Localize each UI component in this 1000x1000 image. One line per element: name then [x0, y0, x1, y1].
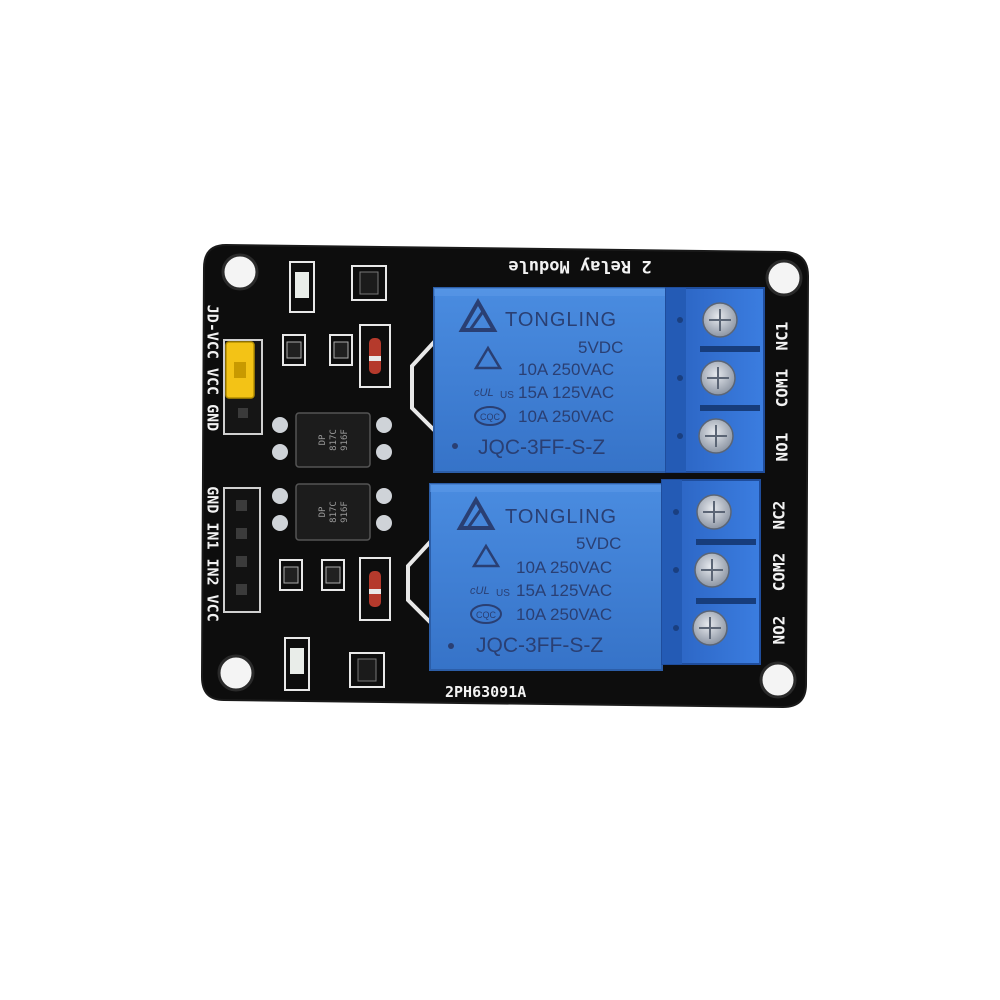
opto-line-3: 916F: [340, 429, 350, 451]
screw-terminal[interactable]: [692, 610, 728, 646]
mounting-hole: [221, 253, 259, 291]
opto-line-1: DP: [318, 506, 328, 517]
relay-brand: TONGLING: [505, 309, 617, 331]
relay-cert-2: CQC: [476, 610, 497, 620]
cqc-mark-icon: [474, 406, 506, 426]
opto-line-3: 916F: [340, 501, 350, 523]
tongling-logo-icon: [458, 297, 498, 332]
terminal-label-com1: COM1: [773, 369, 792, 408]
terminal-label-nc1: NC1: [773, 322, 792, 351]
relay-rating-2: 15A 125VAC: [516, 581, 612, 600]
terminal-label-no1: NO1: [773, 433, 792, 462]
relay-model: JQC-3FF-S-Z: [476, 634, 603, 657]
terminal-block-1: [665, 287, 765, 473]
screw-terminal[interactable]: [700, 360, 736, 396]
ul-mark-icon: cUL: [474, 387, 494, 399]
terminal-label-nc2: NC2: [770, 501, 789, 530]
part-number: 2PH63091A: [445, 683, 526, 701]
header-pin: [236, 528, 247, 539]
tongling-logo-icon: [456, 495, 496, 530]
relay-voltage: 5VDC: [576, 534, 621, 553]
opto-line-2: 817C: [329, 429, 339, 451]
header-pin: [236, 584, 247, 595]
resistor: [321, 559, 345, 591]
relay-outline: [410, 338, 438, 434]
header-pin: [236, 556, 247, 567]
ul-mark-icon: cUL: [470, 585, 490, 597]
relay-rating-3: 10A 250VAC: [518, 407, 614, 426]
relay-rating-1: 10A 250VAC: [518, 360, 614, 379]
terminal-label-com2: COM2: [770, 553, 789, 592]
opto-line-2: 817C: [329, 501, 339, 523]
transistor: [349, 652, 385, 688]
transistor: [351, 265, 387, 301]
mounting-hole: [765, 259, 803, 297]
diode: [359, 557, 391, 621]
screw-terminal[interactable]: [694, 552, 730, 588]
relay-cert-2: CQC: [480, 412, 501, 422]
screw-terminal[interactable]: [702, 302, 738, 338]
terminal-label-no2: NO2: [770, 616, 789, 645]
opto-line-1: DP: [318, 434, 328, 445]
relay-brand: TONGLING: [505, 506, 617, 528]
board-title: 2 Relay Module: [508, 256, 651, 276]
optocoupler-2: DP 817C 916F: [272, 483, 392, 541]
terminal-block-2: [661, 479, 761, 665]
relay-model: JQC-3FF-S-Z: [478, 436, 605, 459]
relay-1: TONGLING 5VDC 10A 250VAC cUL US 15A 125V…: [433, 287, 667, 473]
header-label: GND IN1 IN2 VCC: [204, 486, 222, 621]
relay-rating-2: 15A 125VAC: [518, 383, 614, 402]
jumper-label: JD-VCC VCC GND: [204, 305, 222, 431]
led-indicator: [284, 637, 310, 691]
relay-cert-1: US: [496, 588, 510, 599]
relay-2: TONGLING 5VDC 10A 250VAC cUL US 15A 125V…: [429, 483, 663, 671]
resistor: [329, 334, 353, 366]
header-pin: [236, 500, 247, 511]
led-indicator: [289, 261, 315, 313]
screw-terminal[interactable]: [698, 418, 734, 454]
cqc-mark-icon: [470, 604, 502, 624]
relay-rating-3: 10A 250VAC: [516, 605, 612, 624]
screw-terminal[interactable]: [696, 494, 732, 530]
mounting-hole: [217, 654, 255, 692]
relay-voltage: 5VDC: [578, 338, 623, 357]
header-pin: [238, 408, 248, 418]
relay-outline: [406, 538, 434, 626]
resistor: [279, 559, 303, 591]
optocoupler-1: DP 817C 916F: [272, 412, 392, 468]
relay-cert-1: US: [500, 390, 514, 401]
mounting-hole: [759, 661, 797, 699]
diode: [359, 324, 391, 388]
relay-rating-1: 10A 250VAC: [516, 558, 612, 577]
warning-triangle-icon: [471, 543, 501, 568]
warning-triangle-icon: [473, 345, 503, 370]
resistor: [282, 334, 306, 366]
